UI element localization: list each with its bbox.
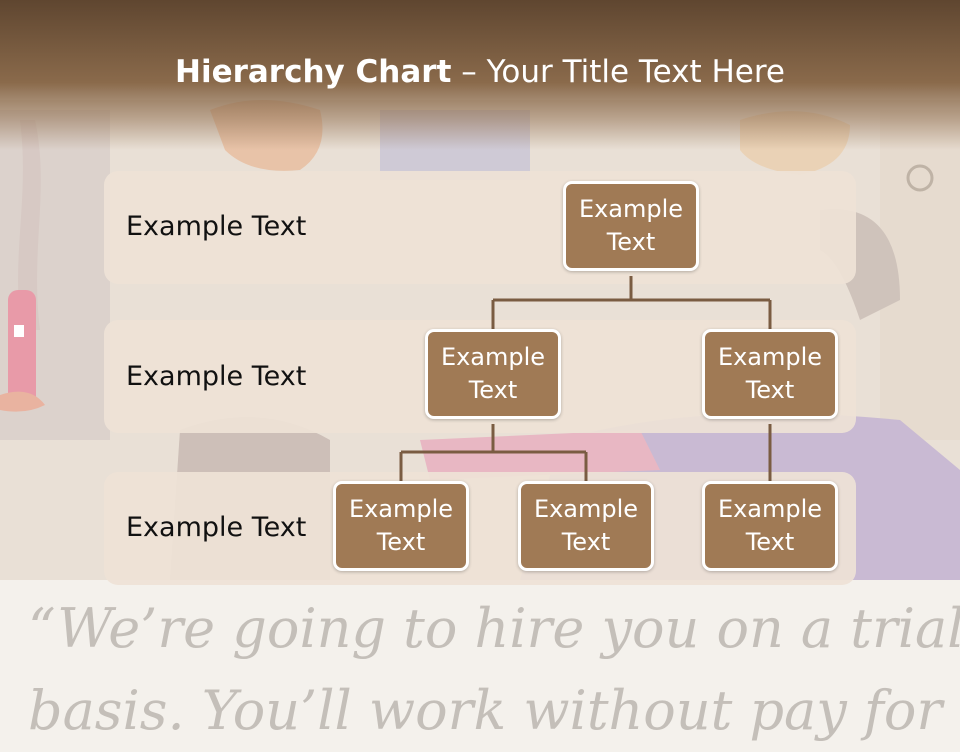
node-leaf-3[interactable]: Example Text [702, 481, 838, 571]
level-band-1 [104, 171, 856, 284]
node-leaf-2[interactable]: Example Text [518, 481, 654, 571]
node-mid-left-label: Example Text [440, 343, 546, 404]
node-root-label: Example Text [578, 195, 684, 256]
title-rest: – Your Title Text Here [451, 54, 785, 90]
node-mid-right[interactable]: Example Text [702, 329, 838, 419]
node-leaf-3-label: Example Text [717, 495, 823, 556]
quote-line-1: “We’re going to hire you on a trial [28, 597, 960, 660]
node-mid-left[interactable]: Example Text [425, 329, 561, 419]
level-label-2: Example Text [126, 361, 307, 392]
level-label-1: Example Text [126, 211, 307, 242]
node-leaf-2-label: Example Text [533, 495, 639, 556]
slide-title: Hierarchy Chart – Your Title Text Here [0, 54, 960, 90]
quote-line-2: basis. You’ll work without pay for [28, 679, 943, 742]
background-quote: “We’re going to hire you on a trial basis… [28, 588, 960, 752]
node-leaf-1[interactable]: Example Text [333, 481, 469, 571]
title-bold: Hierarchy Chart [175, 54, 452, 90]
node-leaf-1-label: Example Text [348, 495, 454, 556]
title-bar [0, 0, 960, 150]
level-label-3: Example Text [126, 512, 307, 543]
node-root[interactable]: Example Text [563, 181, 699, 271]
node-mid-right-label: Example Text [717, 343, 823, 404]
